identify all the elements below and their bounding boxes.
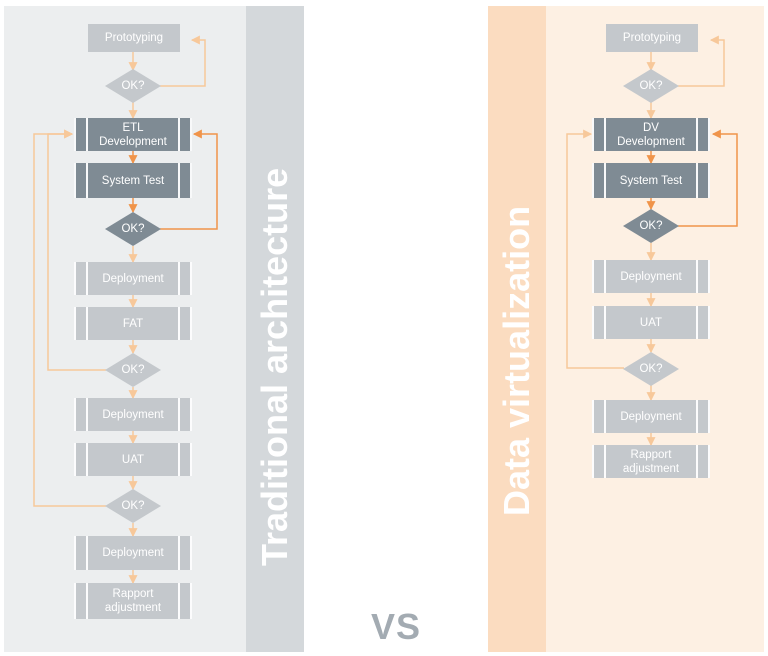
left-deployment-node-3: Deployment <box>74 536 192 570</box>
left-uat-node: UAT <box>74 443 192 476</box>
vs-label: VS <box>371 606 422 647</box>
left-ok-decision-4: OK? <box>105 489 161 523</box>
right-ok-decision-3: OK? <box>623 352 679 386</box>
left-deployment-node-2: Deployment <box>74 398 192 431</box>
left-system-test-node: System Test <box>74 163 192 198</box>
right-rapport-adjustment-node: Rapport adjustment <box>592 445 710 478</box>
right-dv-development-node: DV Development <box>592 118 710 151</box>
left-prototyping-node: Prototyping <box>88 24 180 52</box>
right-prototyping-node: Prototyping <box>606 24 698 52</box>
right-deployment-node-1: Deployment <box>592 260 710 293</box>
left-deployment-node-1: Deployment <box>74 262 192 295</box>
right-uat-node: UAT <box>592 306 710 339</box>
right-ok-decision-1: OK? <box>623 69 679 103</box>
left-title-band <box>246 6 304 652</box>
right-ok-decision-2: OK? <box>623 209 679 243</box>
left-etl-development-node: ETL Development <box>74 118 192 151</box>
left-ok-decision-1: OK? <box>105 69 161 103</box>
left-ok-decision-3: OK? <box>105 353 161 387</box>
right-title-band <box>488 6 546 652</box>
left-fat-node: FAT <box>74 307 192 340</box>
left-rapport-adjustment-node: Rapport adjustment <box>74 583 192 619</box>
left-ok-decision-2: OK? <box>105 212 161 246</box>
right-system-test-node: System Test <box>592 163 710 198</box>
right-deployment-node-2: Deployment <box>592 400 710 433</box>
